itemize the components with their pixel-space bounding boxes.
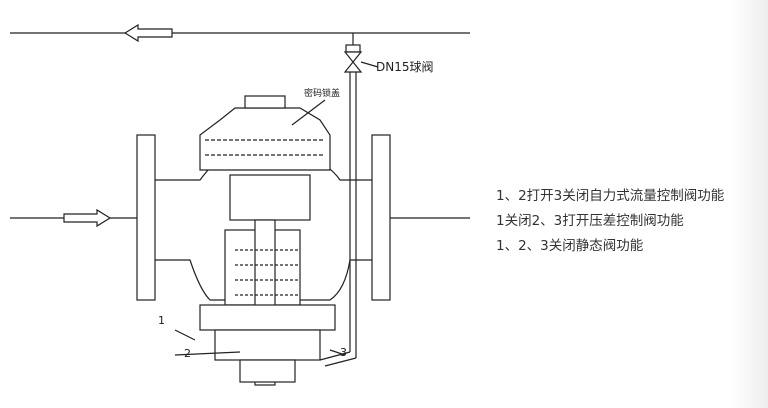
function-legend: 1、2打开3关闭自力式流量控制阀功能 1关闭2、3打开压差控制阀功能 1、2、3… <box>496 184 724 259</box>
port-1-label: 1 <box>158 314 165 327</box>
ball-valve-icon <box>343 33 379 73</box>
flow-arrow-left-icon <box>123 23 173 43</box>
lock-cover-leader <box>291 99 326 126</box>
valve-body <box>136 95 391 386</box>
legend-item: 1、2打开3关闭自力式流量控制阀功能 <box>496 188 725 204</box>
flow-arrow-right-icon <box>63 208 112 228</box>
impulse-tube <box>319 72 357 367</box>
port-3-label: 3 <box>340 346 347 359</box>
lock-cover-label: 密码锁盖 <box>304 89 341 99</box>
ball-valve-label: DN15球阀 <box>376 60 434 74</box>
legend-item: 1、2、3关闭静态阀功能 <box>496 238 644 254</box>
port-2-label: 2 <box>184 347 191 360</box>
legend-item: 1关闭2、3打开压差控制阀功能 <box>496 213 684 229</box>
